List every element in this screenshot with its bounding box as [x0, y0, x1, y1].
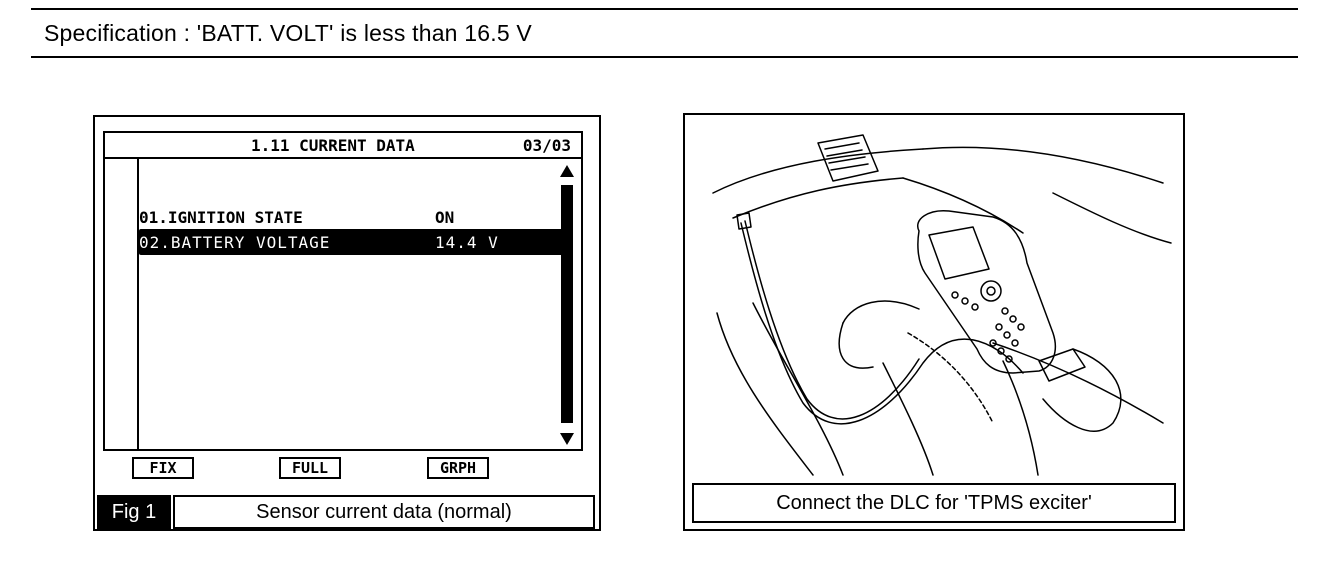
screen-title: 1.11 CURRENT DATA — [251, 136, 415, 155]
dlc-connection-illustration — [712, 134, 1172, 476]
data-row-selected[interactable]: 02.BATTERY VOLTAGE 14.4 V — [139, 229, 567, 255]
scroll-down-arrow-icon[interactable] — [560, 433, 574, 445]
scrollbar[interactable] — [556, 163, 578, 447]
graph-button[interactable]: GRPH — [427, 457, 489, 479]
screen-title-bar: 1.11 CURRENT DATA 03/03 — [105, 133, 581, 159]
figure-2-caption: Connect the DLC for 'TPMS exciter' — [692, 483, 1176, 523]
screen-page-number: 03/03 — [522, 136, 571, 155]
fix-button[interactable]: FIX — [132, 457, 194, 479]
scroll-up-arrow-icon[interactable] — [560, 165, 574, 177]
scrollbar-thumb[interactable] — [561, 185, 573, 423]
data-row-name: 01.IGNITION STATE — [139, 208, 303, 227]
figure-1-panel: 1.11 CURRENT DATA 03/03 01.IGNITION STAT… — [93, 115, 601, 531]
scan-tool-screen: 1.11 CURRENT DATA 03/03 01.IGNITION STAT… — [103, 131, 583, 451]
figure-1-caption: Sensor current data (normal) — [173, 495, 595, 529]
figure-tag: Fig 1 — [97, 495, 171, 529]
specification-text: Specification : 'BATT. VOLT' is less tha… — [44, 20, 532, 46]
bottom-rule — [31, 56, 1298, 58]
data-row[interactable]: 01.IGNITION STATE ON — [139, 205, 567, 229]
figure-2-panel: Connect the DLC for 'TPMS exciter' — [683, 113, 1185, 531]
data-row-value: ON — [435, 208, 455, 227]
full-button[interactable]: FULL — [279, 457, 341, 479]
top-rule — [31, 8, 1298, 10]
screen-left-divider — [137, 159, 139, 451]
data-row-value: 14.4 V — [435, 233, 499, 252]
figure-1-caption-area: Fig 1 Sensor current data (normal) — [95, 491, 599, 531]
data-row-name: 02.BATTERY VOLTAGE — [139, 233, 331, 252]
